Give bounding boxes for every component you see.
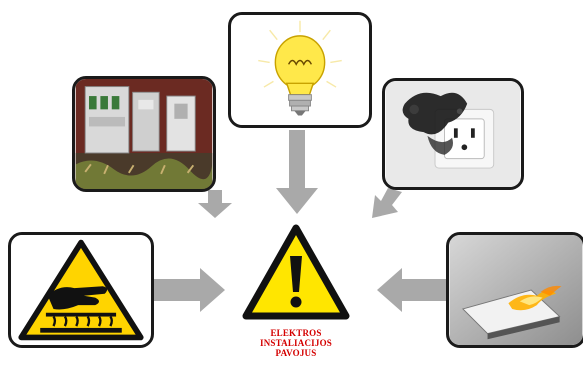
caption-line-1: ELEKTROS	[270, 328, 322, 338]
burning-switch-panel	[446, 232, 583, 348]
caption-line-2: INSTALIACIJOS	[260, 338, 332, 348]
lightbulb-icon	[231, 15, 369, 125]
arrow-from-fire	[377, 268, 448, 312]
arrow-from-breakers	[198, 190, 232, 218]
circuit-breakers-panel	[72, 76, 216, 192]
burnt-socket-panel	[382, 78, 524, 190]
exclamation-warning-icon	[242, 224, 350, 320]
lightbulb-panel	[228, 12, 372, 128]
arrow-from-bulb	[276, 130, 318, 214]
hot-surface-warning-icon	[11, 235, 151, 345]
arrow-from-hot	[154, 268, 225, 312]
burning-switch-icon	[449, 235, 583, 345]
circuit-breakers-icon	[75, 79, 213, 189]
hot-surface-panel	[8, 232, 154, 348]
hazard-caption: ELEKTROS INSTALIACIJOS PAVOJUS	[226, 328, 366, 358]
arrow-from-socket	[372, 188, 402, 218]
burnt-socket-icon	[385, 81, 521, 187]
caption-line-3: PAVOJUS	[275, 348, 317, 358]
